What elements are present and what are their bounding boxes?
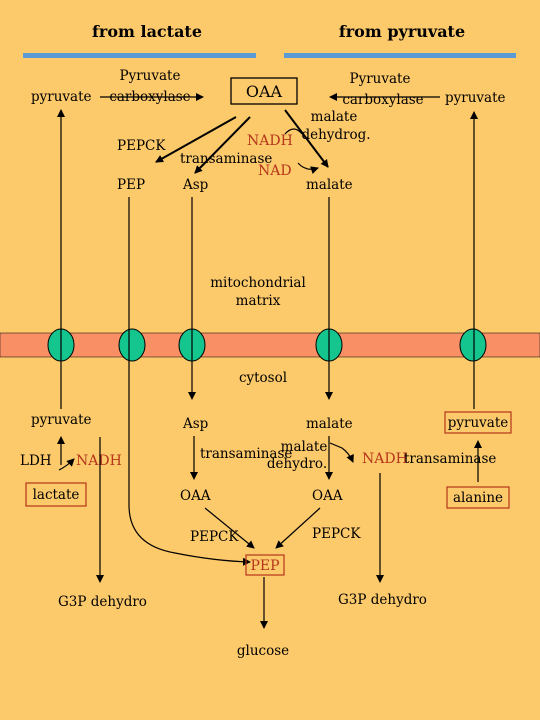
pep-box — [245, 554, 285, 576]
cyto-pepck-left: PEPCK — [190, 529, 239, 545]
cyto-alanine: alanine — [453, 490, 503, 506]
mito-nad: NAD — [258, 163, 292, 179]
arrow-oaa-to-asp — [194, 116, 251, 174]
cyto-nadh-left: NADH — [76, 453, 122, 469]
alanine-box — [446, 486, 510, 509]
arrow-pep-export-to-cytosol — [128, 197, 251, 566]
pyruvate-box-right — [444, 411, 512, 434]
mitochondrial-membrane — [0, 332, 540, 358]
ldh-nadh-arrow — [58, 458, 75, 471]
cyto-transaminase-mid: transaminase — [200, 446, 292, 462]
mito-asp: Asp — [182, 177, 208, 193]
mito-pep: PEP — [117, 177, 145, 193]
malate-dehydrog-line1: malate — [311, 109, 358, 125]
mito-nadh: NADH — [247, 133, 293, 149]
cyto-pep: PEP — [250, 558, 279, 574]
arrow-oaa-left-to-pep — [204, 507, 255, 549]
mito-pyruvate-right: pyruvate — [445, 90, 506, 106]
cyto-malate: malate — [306, 416, 353, 432]
pyruvate-carboxylase-left-line1: Pyruvate — [120, 68, 181, 84]
arrow-oaa-to-malate — [284, 109, 329, 168]
arrow-oaa-to-pep — [155, 116, 237, 163]
malate-dehydro-line1: malate — [281, 439, 328, 455]
g3p-dehydro-left: G3P dehydro — [58, 594, 147, 610]
cyto-glucose: glucose — [237, 643, 289, 659]
header-rule-right — [284, 53, 516, 58]
mito-pepck: PEPCK — [117, 138, 166, 154]
nad-curve-arrow — [297, 162, 319, 175]
pyruvate-transporter-right — [459, 328, 487, 362]
ldh-label: LDH — [20, 453, 52, 469]
cyto-pepck-right: PEPCK — [312, 526, 361, 542]
cyto-pyruvate-right: pyruvate — [448, 415, 509, 431]
header-from-lactate: from lactate — [92, 22, 202, 41]
g3p-dehydro-right: G3P dehydro — [338, 592, 427, 608]
malate-nadh-arrow — [329, 442, 354, 463]
mito-transaminase: transaminase — [180, 151, 272, 167]
header-rule-left — [23, 53, 256, 58]
nadh-curve-arrow — [284, 128, 303, 135]
matrix-label-line2: matrix — [236, 293, 281, 309]
mito-malate: malate — [306, 177, 353, 193]
mito-pyruvate-left: pyruvate — [31, 89, 92, 105]
malate-dehydrog-line2: dehydrog. — [301, 127, 370, 143]
matrix-label-line1: mitochondrial — [210, 275, 306, 291]
malate-dehydro-line2: dehydro. — [267, 456, 327, 472]
cyto-oaa-left: OAA — [180, 488, 211, 504]
cyto-nadh-right: NADH — [362, 451, 408, 467]
pep-transporter — [118, 328, 146, 362]
cyto-oaa-right: OAA — [312, 488, 343, 504]
cyto-transaminase-right: transaminase — [404, 451, 496, 467]
oaa-box — [230, 77, 298, 105]
cytosol-label: cytosol — [239, 370, 287, 386]
arrow-oaa-right-to-pep — [275, 507, 321, 549]
cyto-asp: Asp — [182, 416, 208, 432]
pyruvate-carboxylase-right-line1: Pyruvate — [350, 71, 411, 87]
lactate-box — [25, 482, 87, 507]
header-from-pyruvate: from pyruvate — [339, 22, 465, 41]
cyto-lactate: lactate — [33, 487, 80, 503]
mito-oaa: OAA — [246, 82, 283, 101]
cyto-pyruvate-left: pyruvate — [31, 412, 92, 428]
pyruvate-carboxylase-right-line2: carboxylase — [342, 92, 423, 108]
